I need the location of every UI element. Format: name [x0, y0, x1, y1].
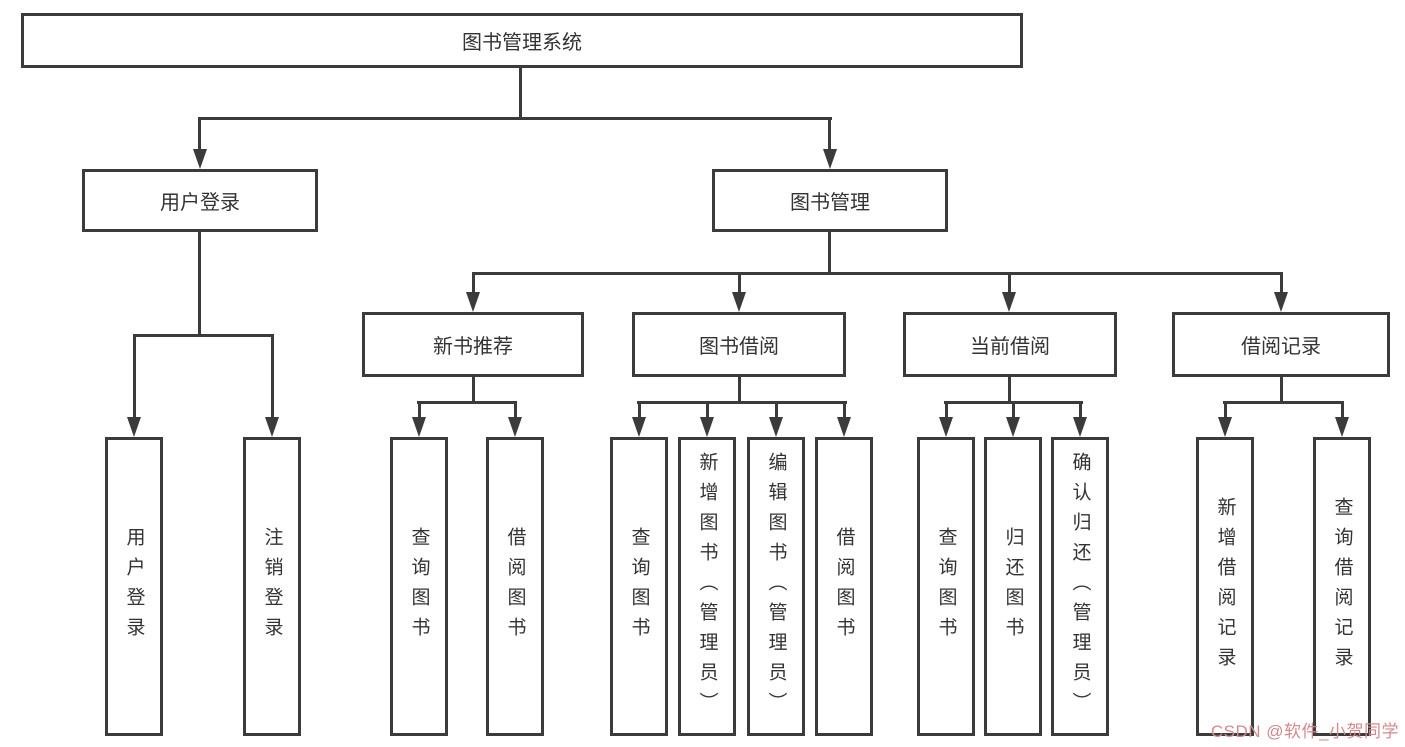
node-label: 图书管理系统	[462, 32, 582, 54]
node-book-management: 图书管理	[712, 169, 948, 232]
node-label: 查询图书	[628, 526, 650, 647]
connector-line	[638, 402, 641, 419]
connector-line	[1008, 377, 1011, 403]
node-label: 查询图书	[408, 526, 430, 647]
connector-line	[637, 401, 847, 404]
node-label: 用户登录	[123, 526, 145, 647]
node-user-login: 用户登录	[82, 169, 318, 232]
node-label: 注销登录	[261, 526, 283, 647]
connector-line	[519, 68, 522, 118]
node-label: 借阅图书	[504, 526, 526, 647]
arrow-down-icon	[265, 417, 279, 437]
node-new-book-recommendation: 新书推荐	[362, 312, 584, 377]
connector-line	[1341, 402, 1344, 419]
connector-line	[945, 402, 948, 419]
connector-line	[775, 402, 778, 419]
node-label: 借阅记录	[1241, 336, 1321, 358]
node-user-login-action: 用户登录	[105, 437, 163, 736]
connector-line	[1008, 273, 1011, 295]
connector-line	[514, 402, 517, 419]
connector-line	[133, 334, 274, 337]
arrow-down-icon	[732, 292, 746, 312]
node-label: 编辑图书（管理员）	[765, 451, 787, 722]
arrow-down-icon	[193, 149, 207, 169]
node-label: 图书借阅	[699, 336, 779, 358]
arrow-down-icon	[1335, 417, 1349, 437]
connector-line	[1280, 273, 1283, 295]
arrow-down-icon	[632, 417, 646, 437]
node-return-books: 归还图书	[984, 437, 1042, 736]
node-label: 查询图书	[935, 526, 957, 647]
node-confirm-return-admin: 确认归还（管理员）	[1051, 437, 1109, 736]
arrow-down-icon	[939, 417, 953, 437]
node-label: 图书管理	[790, 192, 870, 214]
node-label: 新增借阅记录	[1214, 496, 1236, 677]
node-query-books-current: 查询图书	[917, 437, 975, 736]
connector-line	[843, 402, 846, 419]
node-borrow-books-borrowing: 借阅图书	[815, 437, 873, 736]
connector-line	[198, 232, 201, 335]
connector-line	[1223, 401, 1344, 404]
node-add-books-admin: 新增图书（管理员）	[678, 437, 736, 736]
node-current-borrowing: 当前借阅	[903, 312, 1117, 377]
connector-line	[1224, 402, 1227, 419]
connector-line	[271, 335, 274, 419]
arrow-down-icon	[127, 417, 141, 437]
arrow-down-icon	[412, 417, 426, 437]
connector-line	[417, 401, 517, 404]
connector-line	[198, 118, 201, 152]
node-label: 新增图书（管理员）	[696, 451, 718, 722]
node-label: 查询借阅记录	[1331, 496, 1353, 677]
arrow-down-icon	[823, 149, 837, 169]
arrow-down-icon	[1274, 292, 1288, 312]
connector-line	[1280, 377, 1283, 403]
node-query-books-recommend: 查询图书	[390, 437, 448, 736]
node-label: 用户登录	[160, 192, 240, 214]
node-borrowing-records: 借阅记录	[1172, 312, 1390, 377]
connector-line	[133, 335, 136, 419]
arrow-down-icon	[1006, 417, 1020, 437]
connector-line	[472, 377, 475, 403]
node-label: 归还图书	[1002, 526, 1024, 647]
connector-line	[418, 402, 421, 419]
node-label: 借阅图书	[833, 526, 855, 647]
node-add-borrow-record: 新增借阅记录	[1196, 437, 1254, 736]
node-label: 确认归还（管理员）	[1069, 451, 1091, 722]
connector-line	[828, 232, 831, 273]
arrow-down-icon	[1002, 292, 1016, 312]
node-edit-books-admin: 编辑图书（管理员）	[747, 437, 805, 736]
node-label: 新书推荐	[433, 336, 513, 358]
connector-line	[706, 402, 709, 419]
node-library-management-system: 图书管理系统	[21, 13, 1023, 68]
connector-line	[472, 272, 1283, 275]
arrow-down-icon	[1218, 417, 1232, 437]
connector-line	[738, 377, 741, 403]
node-query-borrow-record: 查询借阅记录	[1313, 437, 1371, 736]
connector-line	[472, 273, 475, 295]
connector-line	[1012, 402, 1015, 419]
node-logout-action: 注销登录	[243, 437, 301, 736]
node-borrow-books-recommend: 借阅图书	[486, 437, 544, 736]
connector-line	[1079, 402, 1082, 419]
csdn-watermark: CSDN @软件_小贺同学	[1210, 722, 1399, 741]
arrow-down-icon	[769, 417, 783, 437]
connector-line	[738, 273, 741, 295]
connector-line	[198, 117, 832, 120]
arrow-down-icon	[466, 292, 480, 312]
node-book-borrowing: 图书借阅	[632, 312, 846, 377]
node-query-books-borrowing: 查询图书	[610, 437, 668, 736]
arrow-down-icon	[508, 417, 522, 437]
arrow-down-icon	[700, 417, 714, 437]
arrow-down-icon	[837, 417, 851, 437]
node-label: 当前借阅	[970, 336, 1050, 358]
connector-line	[828, 118, 831, 152]
arrow-down-icon	[1073, 417, 1087, 437]
